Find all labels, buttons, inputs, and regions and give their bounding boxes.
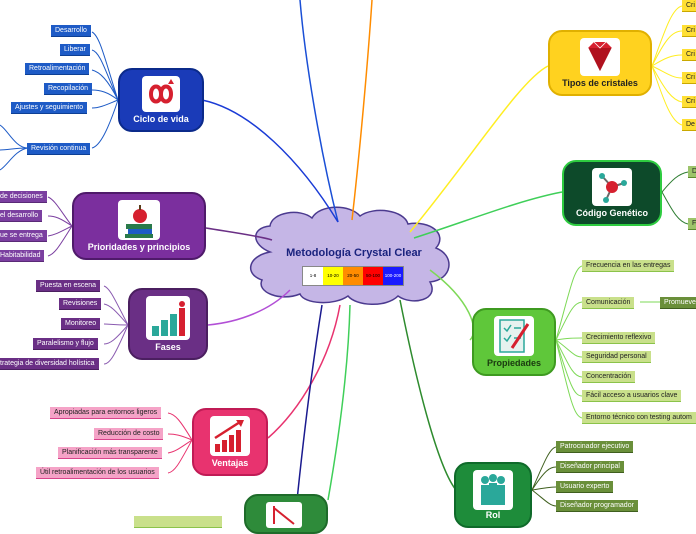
books-apple-icon [118, 200, 160, 240]
subtopic[interactable]: Puesta en escena [36, 280, 101, 292]
subtopic[interactable]: Ajustes y seguimiento [11, 102, 88, 114]
topic-roles[interactable]: Rol [454, 462, 532, 528]
subtopic[interactable]: Cri [682, 72, 696, 84]
cycle-icon [142, 76, 180, 112]
subtopic[interactable]: Apropiadas para entornos ligeros [50, 407, 162, 419]
subtopic[interactable]: Liberar [60, 44, 90, 56]
subtopic[interactable]: Cri [682, 96, 696, 108]
subtopic[interactable]: Cri [682, 0, 696, 12]
subtopic-partial[interactable] [134, 516, 222, 528]
subtopic[interactable]: trategia de diversidad holística [0, 358, 99, 370]
growth-chart-icon [210, 416, 250, 456]
subtopic[interactable]: Cri [682, 25, 696, 37]
topic-label: Tipos de cristales [562, 78, 638, 88]
subtopic[interactable]: Seguridad personal [582, 351, 651, 363]
size-legend: 1-8 10-20 20-50 50-100 100-200 [302, 266, 404, 286]
subtopic[interactable]: Patrocinador ejecutivo [556, 441, 634, 453]
subtopic[interactable]: Concentración [582, 371, 636, 383]
subtopic[interactable]: el desarrollo [0, 210, 43, 222]
subtopic[interactable]: Promueve [660, 297, 696, 309]
legend-cell: 50-100 [363, 267, 383, 285]
subtopic[interactable]: Revisión continua [27, 143, 91, 155]
legend-cell: 1-8 [303, 267, 323, 285]
subtopic[interactable]: Diseñador principal [556, 461, 624, 473]
subtopic[interactable]: de decisiones [0, 191, 47, 203]
subtopic[interactable]: Revisiones [59, 298, 102, 310]
subtopic[interactable]: Retroalimentación [25, 63, 90, 75]
subtopic[interactable]: Reducción de costo [94, 428, 164, 440]
document-chart-icon [266, 502, 302, 528]
topic-codigo-genetico[interactable]: Código Genético [562, 160, 662, 226]
gem-icon [580, 38, 620, 76]
subtopic[interactable]: Fácil acceso a usuarios clave [582, 390, 682, 402]
legend-cell: 100-200 [383, 267, 403, 285]
topic-ciclo-de-vida[interactable]: Ciclo de vida [118, 68, 204, 132]
subtopic[interactable]: Cri [682, 49, 696, 61]
subtopic[interactable]: Entorno técnico con testing autom [582, 412, 696, 424]
topic-fases[interactable]: Fases [128, 288, 208, 360]
subtopic[interactable]: Desarrollo [51, 25, 91, 37]
subtopic[interactable]: Planificación más transparente [58, 447, 162, 459]
subtopic[interactable]: Habitabilidad [0, 250, 45, 262]
topic-label: Propiedades [486, 358, 542, 368]
topic-partial-bottom[interactable] [244, 494, 328, 534]
topic-label: Prioridades y principios [87, 242, 191, 252]
molecule-icon [592, 168, 632, 206]
subtopic[interactable]: Diseñador programador [556, 500, 638, 512]
legend-cell: 10-20 [323, 267, 343, 285]
central-topic-title[interactable]: Metodología Crystal Clear [286, 247, 422, 259]
topic-propiedades[interactable]: Propiedades [472, 308, 556, 376]
subtopic[interactable]: Crecimiento reflexivo [582, 332, 656, 344]
subtopic[interactable]: F [688, 218, 696, 230]
subtopic[interactable]: ue se entrega [0, 230, 47, 242]
subtopic[interactable]: Usuario experto [556, 481, 614, 493]
subtopic[interactable]: Recopilación [44, 83, 93, 95]
subtopic[interactable]: D [688, 166, 696, 178]
legend-cell: 20-50 [343, 267, 363, 285]
checklist-icon [494, 316, 534, 356]
subtopic[interactable]: De [682, 119, 696, 131]
topic-label: Código Genético [576, 208, 648, 218]
topic-prioridades-y-principios[interactable]: Prioridades y principios [72, 192, 206, 260]
topic-label: Rol [485, 510, 501, 520]
topic-label: Ventajas [211, 458, 249, 468]
subtopic[interactable]: Monitoreo [61, 318, 101, 330]
subtopic[interactable]: Frecuencia en las entregas [582, 260, 675, 272]
topic-ventajas[interactable]: Ventajas [192, 408, 268, 476]
topic-label: Ciclo de vida [133, 114, 189, 124]
presenter-chart-icon [146, 296, 190, 340]
topic-label: Fases [155, 342, 181, 352]
team-icon [473, 470, 513, 510]
subtopic[interactable]: Útil retroalimentación de los usuarios [36, 467, 159, 479]
subtopic[interactable]: Paralelismo y flujo [33, 338, 98, 350]
subtopic[interactable]: Comunicación [582, 297, 635, 309]
connector-lines [0, 0, 689, 520]
topic-tipos-de-cristales[interactable]: Tipos de cristales [548, 30, 652, 96]
